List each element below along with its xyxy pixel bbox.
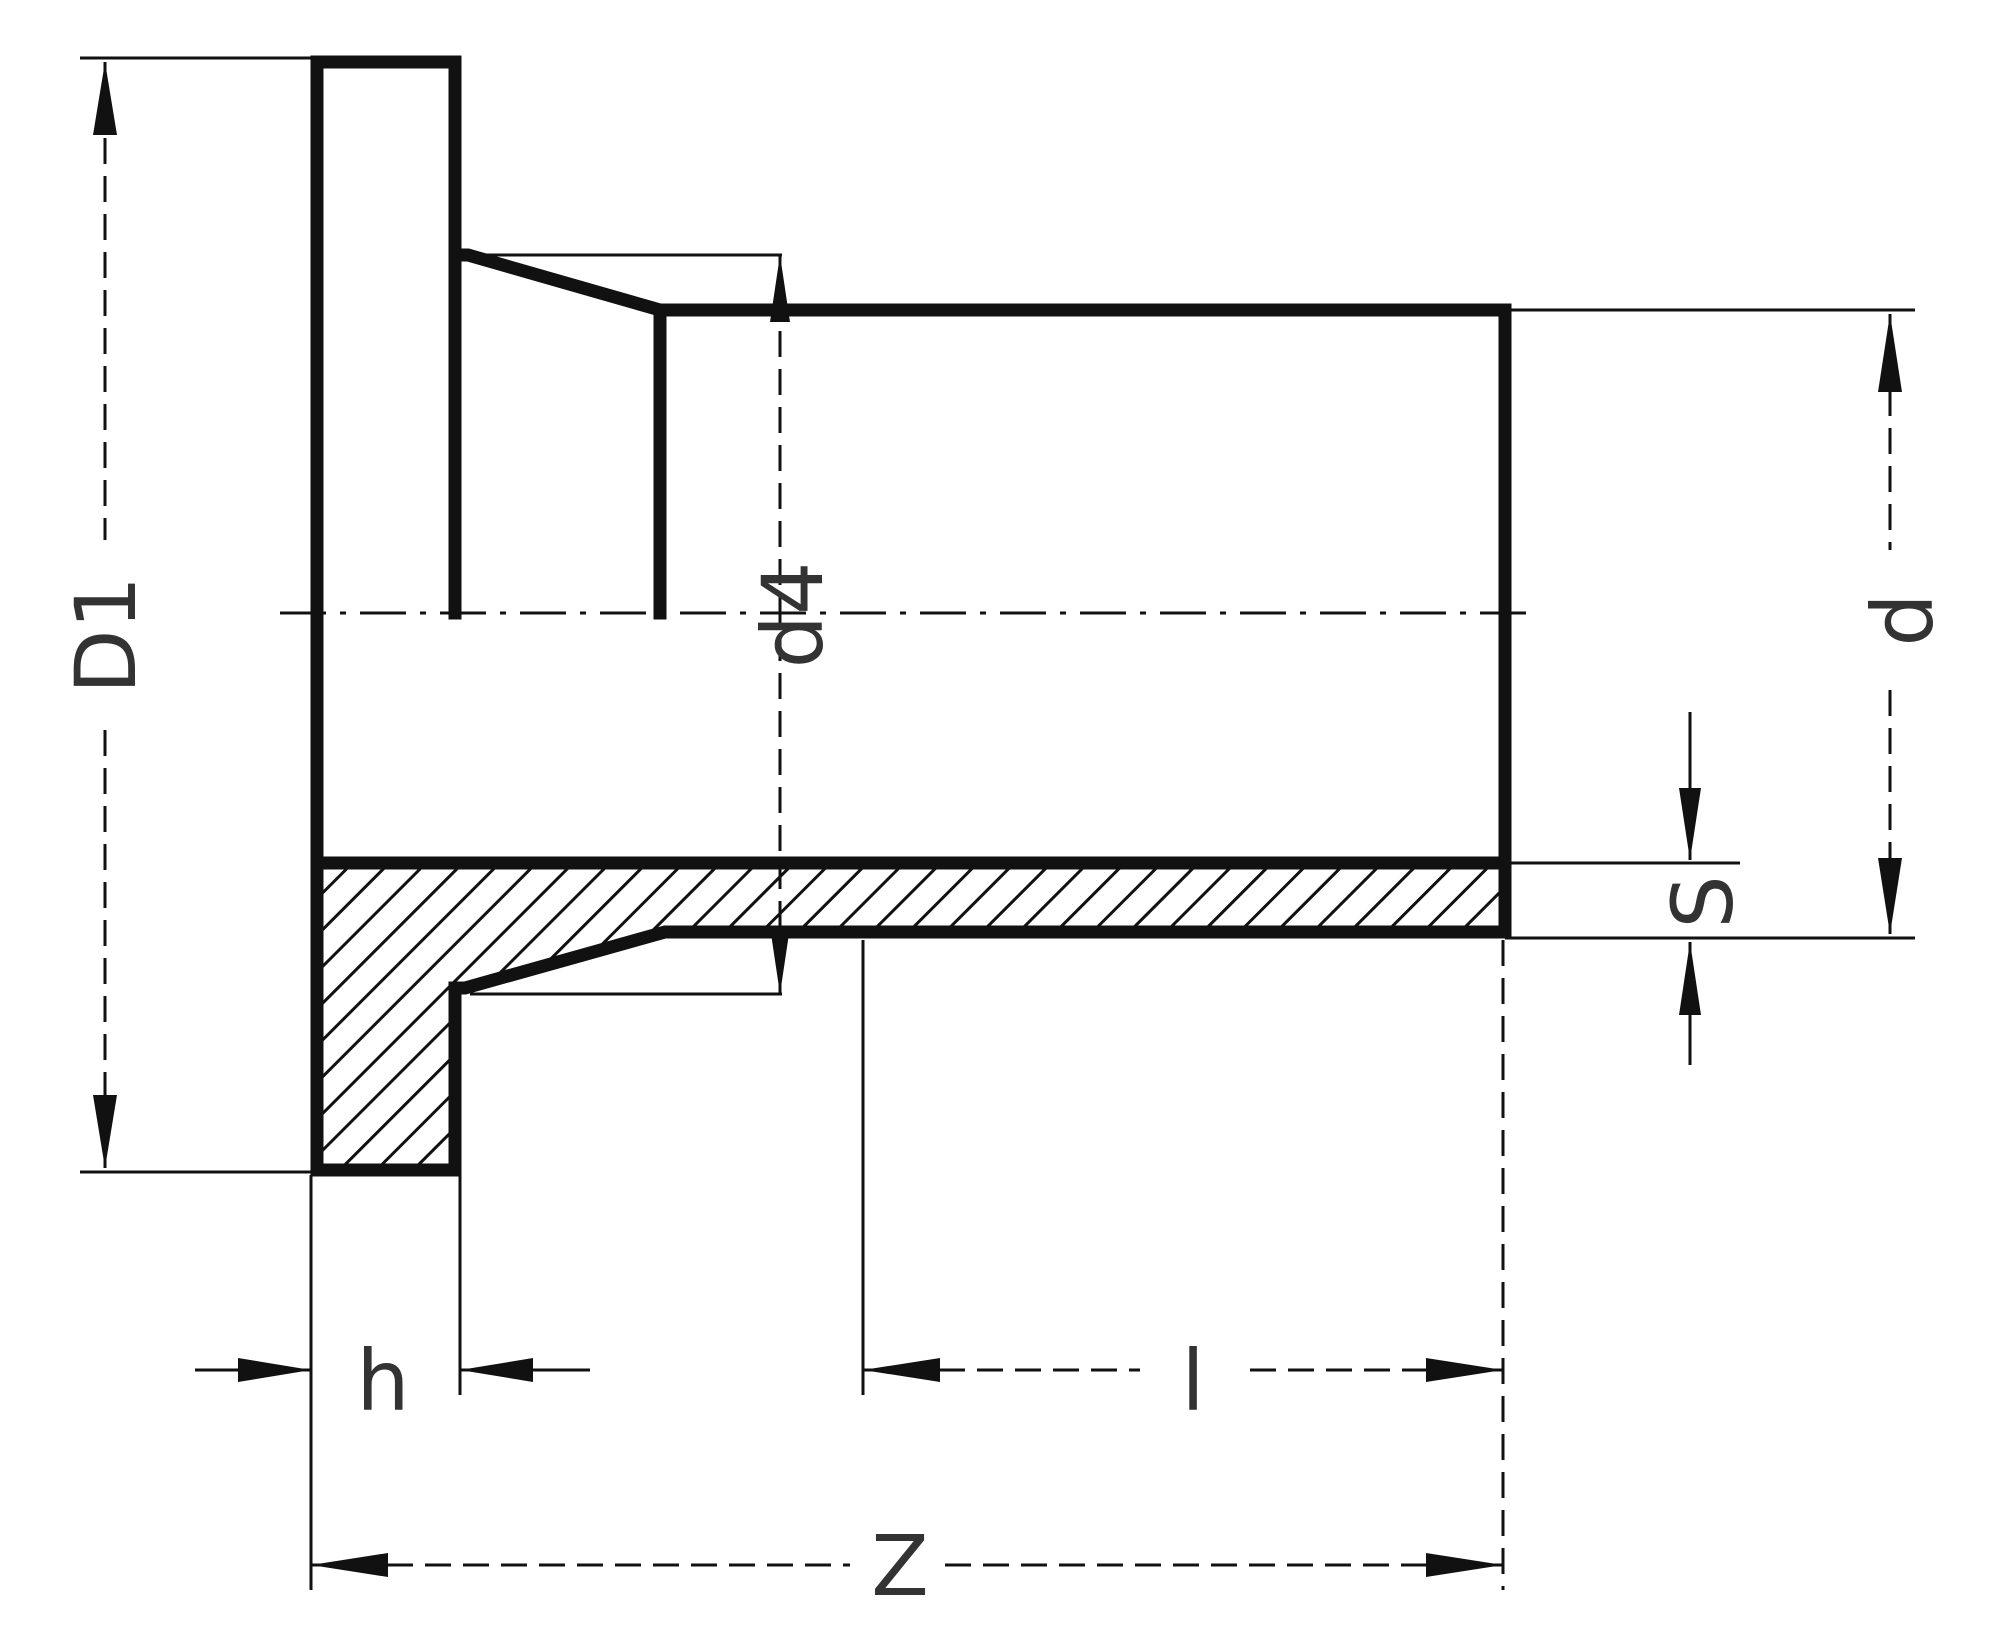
arrow-z-left: [311, 1553, 388, 1577]
label-d: d: [1854, 593, 1952, 646]
label-d4: d4: [744, 562, 842, 669]
arrow-d-top: [1878, 314, 1902, 392]
arrow-d-bottom: [1878, 858, 1902, 934]
arrow-h-right: [460, 1358, 533, 1382]
arrow-l-right: [1426, 1358, 1503, 1382]
extension-lines: [80, 56, 1915, 1590]
arrow-s-bottom: [1679, 942, 1701, 1015]
label-z: Z: [871, 1517, 929, 1615]
fitting-outline: [310, 55, 1512, 1177]
label-d1: D1: [57, 576, 155, 694]
section-hatching: [317, 863, 1500, 1170]
arrow-d1-bottom: [93, 1095, 117, 1168]
label-s: S: [1654, 875, 1752, 928]
arrow-d1-top: [93, 62, 117, 135]
arrow-d4-top: [770, 255, 790, 322]
arrow-s-top: [1679, 788, 1701, 860]
arrowheads: [93, 62, 1902, 1577]
label-h: h: [356, 1332, 409, 1430]
arrow-z-right: [1426, 1553, 1503, 1577]
arrow-d4-bottom: [770, 927, 790, 994]
arrow-h-left: [238, 1358, 311, 1382]
arrow-l-left: [863, 1358, 940, 1382]
label-l: l: [1181, 1332, 1204, 1430]
